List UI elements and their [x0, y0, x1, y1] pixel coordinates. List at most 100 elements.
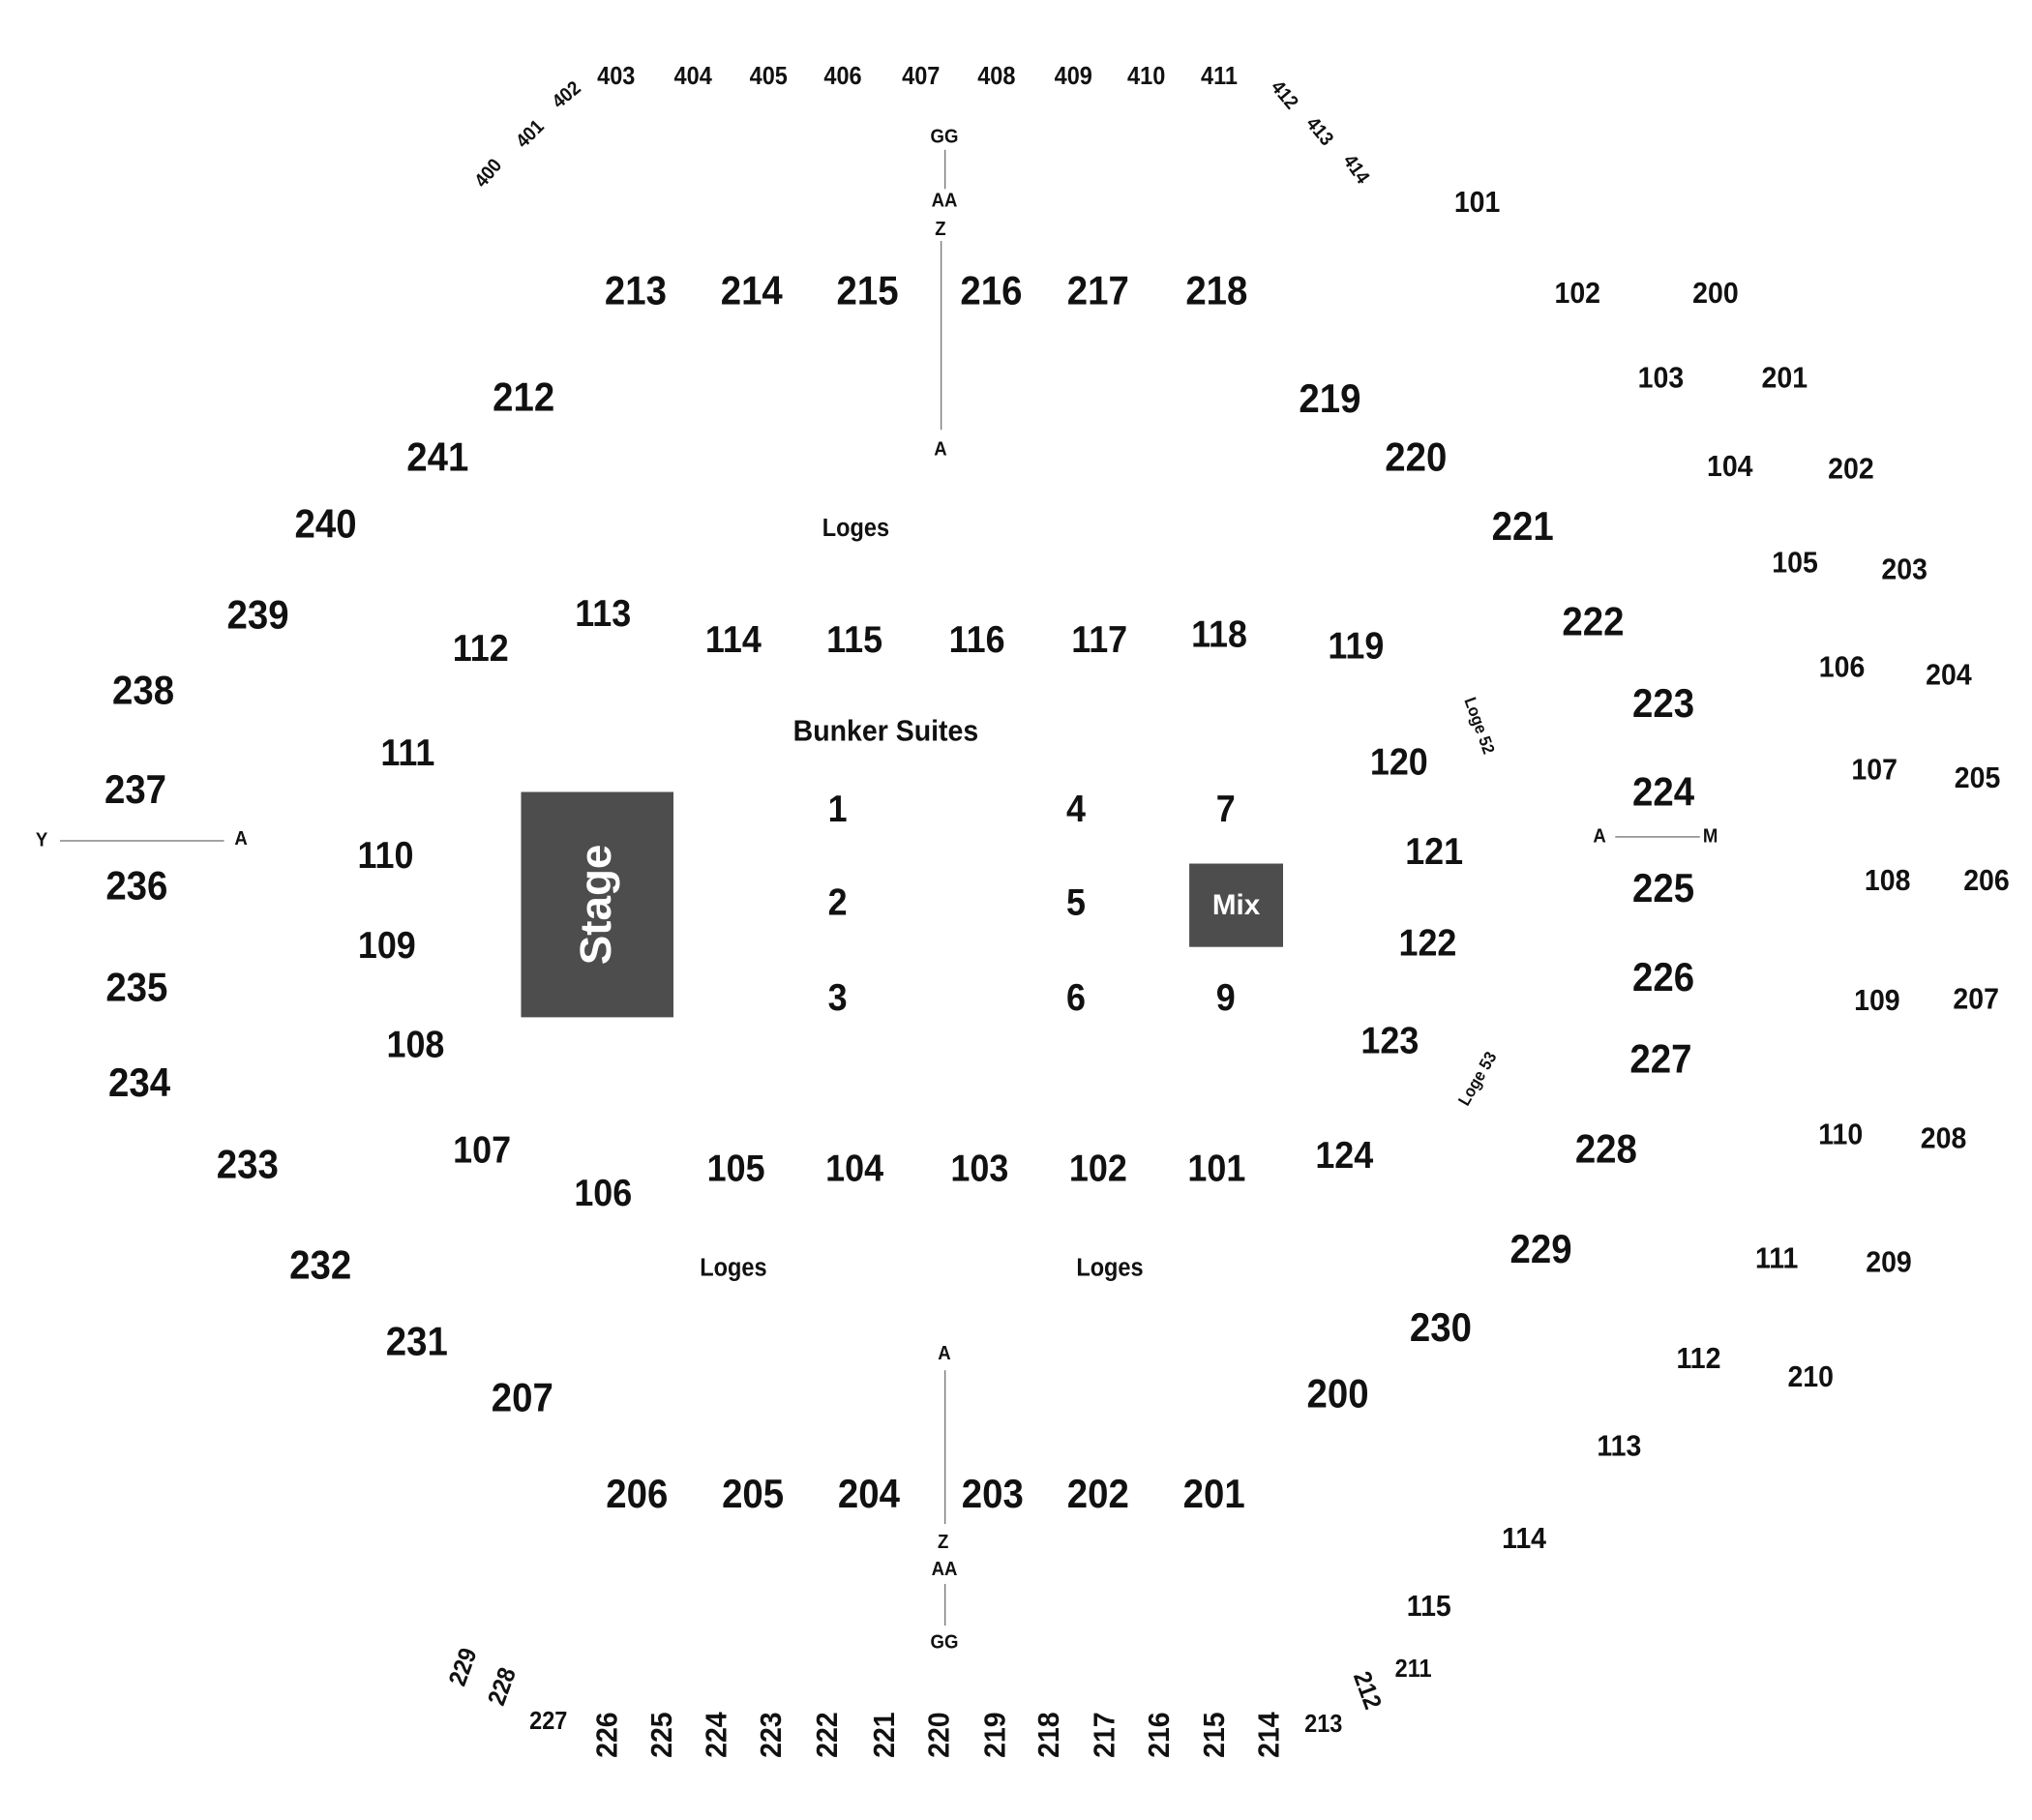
section-label[interactable]: 110	[357, 835, 414, 878]
section-label[interactable]: 414	[1338, 150, 1374, 189]
loge-label[interactable]: Loges	[1076, 1255, 1144, 1283]
section-label[interactable]: 115	[1406, 1588, 1451, 1623]
section-label[interactable]: 202	[1828, 451, 1874, 486]
section-label[interactable]: 413	[1300, 112, 1338, 151]
section-label[interactable]: 403	[597, 63, 636, 91]
section-label[interactable]: 215	[836, 267, 899, 313]
mix-block[interactable]: Mix	[1189, 863, 1284, 947]
section-label[interactable]: 212	[1347, 1668, 1387, 1714]
section-label[interactable]: 217	[1066, 267, 1129, 313]
section-label[interactable]: 225	[643, 1712, 678, 1758]
section-label[interactable]: 111	[1755, 1240, 1799, 1275]
section-label[interactable]: 225	[1632, 865, 1695, 911]
suite-label[interactable]: 2	[827, 882, 848, 925]
section-label[interactable]: 221	[866, 1712, 901, 1758]
section-label[interactable]: 222	[809, 1712, 844, 1758]
section-label[interactable]: 207	[491, 1374, 553, 1421]
section-label[interactable]: 103	[1637, 360, 1685, 395]
section-label[interactable]: 217	[1087, 1712, 1121, 1758]
section-label[interactable]: 124	[1315, 1135, 1374, 1178]
section-label[interactable]: 240	[294, 500, 357, 547]
section-label[interactable]: 410	[1127, 63, 1166, 91]
suite-label[interactable]: 1	[827, 789, 848, 831]
section-label[interactable]: 404	[673, 63, 712, 91]
section-label[interactable]: 205	[1954, 760, 2001, 794]
section-label[interactable]: 118	[1191, 613, 1248, 656]
section-label[interactable]: 103	[950, 1148, 1009, 1190]
section-label[interactable]: 121	[1405, 831, 1464, 874]
section-label[interactable]: 241	[406, 433, 469, 481]
section-label[interactable]: 206	[1963, 862, 2010, 897]
section-label[interactable]: 235	[105, 964, 168, 1010]
section-label[interactable]: 203	[1881, 552, 1927, 586]
section-label[interactable]: 209	[1866, 1244, 1912, 1279]
section-label[interactable]: 232	[289, 1241, 352, 1288]
suite-label[interactable]: 7	[1215, 789, 1236, 831]
section-label[interactable]: 104	[1706, 448, 1753, 483]
section-label[interactable]: 213	[604, 267, 667, 313]
section-label[interactable]: 201	[1182, 1471, 1245, 1517]
section-label[interactable]: 108	[1864, 862, 1911, 897]
suite-label[interactable]: 9	[1215, 977, 1236, 1020]
section-label[interactable]: 109	[1854, 982, 1900, 1017]
suite-label[interactable]: 4	[1065, 789, 1086, 831]
loge-label[interactable]: Loges	[822, 515, 890, 543]
section-label[interactable]: 107	[453, 1129, 512, 1172]
section-label[interactable]: 222	[1562, 598, 1625, 644]
section-label[interactable]: 233	[216, 1141, 279, 1188]
section-label[interactable]: 236	[105, 862, 168, 909]
section-label[interactable]: 210	[1787, 1358, 1834, 1393]
section-label[interactable]: 205	[722, 1471, 785, 1517]
section-label[interactable]: 102	[1554, 275, 1601, 310]
section-label[interactable]: 228	[483, 1664, 523, 1710]
section-label[interactable]: 230	[1409, 1304, 1472, 1351]
section-label[interactable]: 116	[948, 619, 1005, 662]
section-label[interactable]: 111	[380, 732, 435, 775]
section-label[interactable]: 400	[470, 154, 507, 193]
section-label[interactable]: 213	[1304, 1711, 1343, 1739]
section-label[interactable]: 224	[1632, 768, 1695, 816]
section-label[interactable]: 106	[574, 1173, 633, 1215]
section-label[interactable]: 221	[1491, 503, 1554, 550]
section-label[interactable]: 112	[1676, 1340, 1721, 1375]
loge-label[interactable]: Loges	[700, 1255, 767, 1283]
section-label[interactable]: 211	[1394, 1656, 1432, 1684]
section-label[interactable]: 223	[1632, 680, 1695, 727]
section-label[interactable]: 112	[452, 628, 509, 671]
suite-label[interactable]: 6	[1065, 977, 1086, 1020]
section-label[interactable]: 115	[826, 619, 883, 662]
section-label[interactable]: 402	[548, 76, 585, 114]
section-label[interactable]: 220	[921, 1712, 956, 1758]
section-label[interactable]: 122	[1398, 922, 1457, 965]
section-label[interactable]: 227	[529, 1708, 568, 1736]
section-label[interactable]: 110	[1818, 1117, 1864, 1151]
section-label[interactable]: 228	[1574, 1125, 1637, 1172]
section-label[interactable]: 218	[1185, 267, 1248, 313]
section-label[interactable]: 204	[837, 1471, 900, 1517]
section-label[interactable]: 216	[1141, 1712, 1176, 1758]
section-label[interactable]: 216	[960, 267, 1023, 313]
section-label[interactable]: 229	[1509, 1226, 1572, 1272]
section-label[interactable]: 107	[1851, 752, 1898, 787]
section-label[interactable]: 401	[511, 115, 549, 153]
section-label[interactable]: 201	[1761, 360, 1808, 395]
section-label[interactable]: 220	[1385, 433, 1448, 481]
section-label[interactable]: 113	[575, 593, 632, 636]
section-label[interactable]: 119	[1328, 625, 1385, 668]
section-label[interactable]: 212	[493, 374, 555, 421]
section-label[interactable]: 203	[961, 1471, 1024, 1517]
section-label[interactable]: 226	[589, 1712, 624, 1758]
section-label[interactable]: 405	[749, 63, 788, 91]
section-label[interactable]: 206	[606, 1471, 669, 1517]
section-label[interactable]: 408	[977, 63, 1016, 91]
suite-label[interactable]: 3	[827, 977, 848, 1020]
section-label[interactable]: 409	[1054, 63, 1092, 91]
section-label[interactable]: 238	[112, 667, 175, 714]
section-label[interactable]: 219	[977, 1712, 1012, 1758]
section-label[interactable]: 200	[1306, 1370, 1369, 1417]
loge-label[interactable]: Loge 53	[1453, 1048, 1501, 1110]
section-label[interactable]: 231	[385, 1319, 448, 1365]
section-label[interactable]: 208	[1920, 1120, 1967, 1155]
section-label[interactable]: 406	[823, 63, 862, 91]
section-label[interactable]: 204	[1926, 657, 1972, 692]
